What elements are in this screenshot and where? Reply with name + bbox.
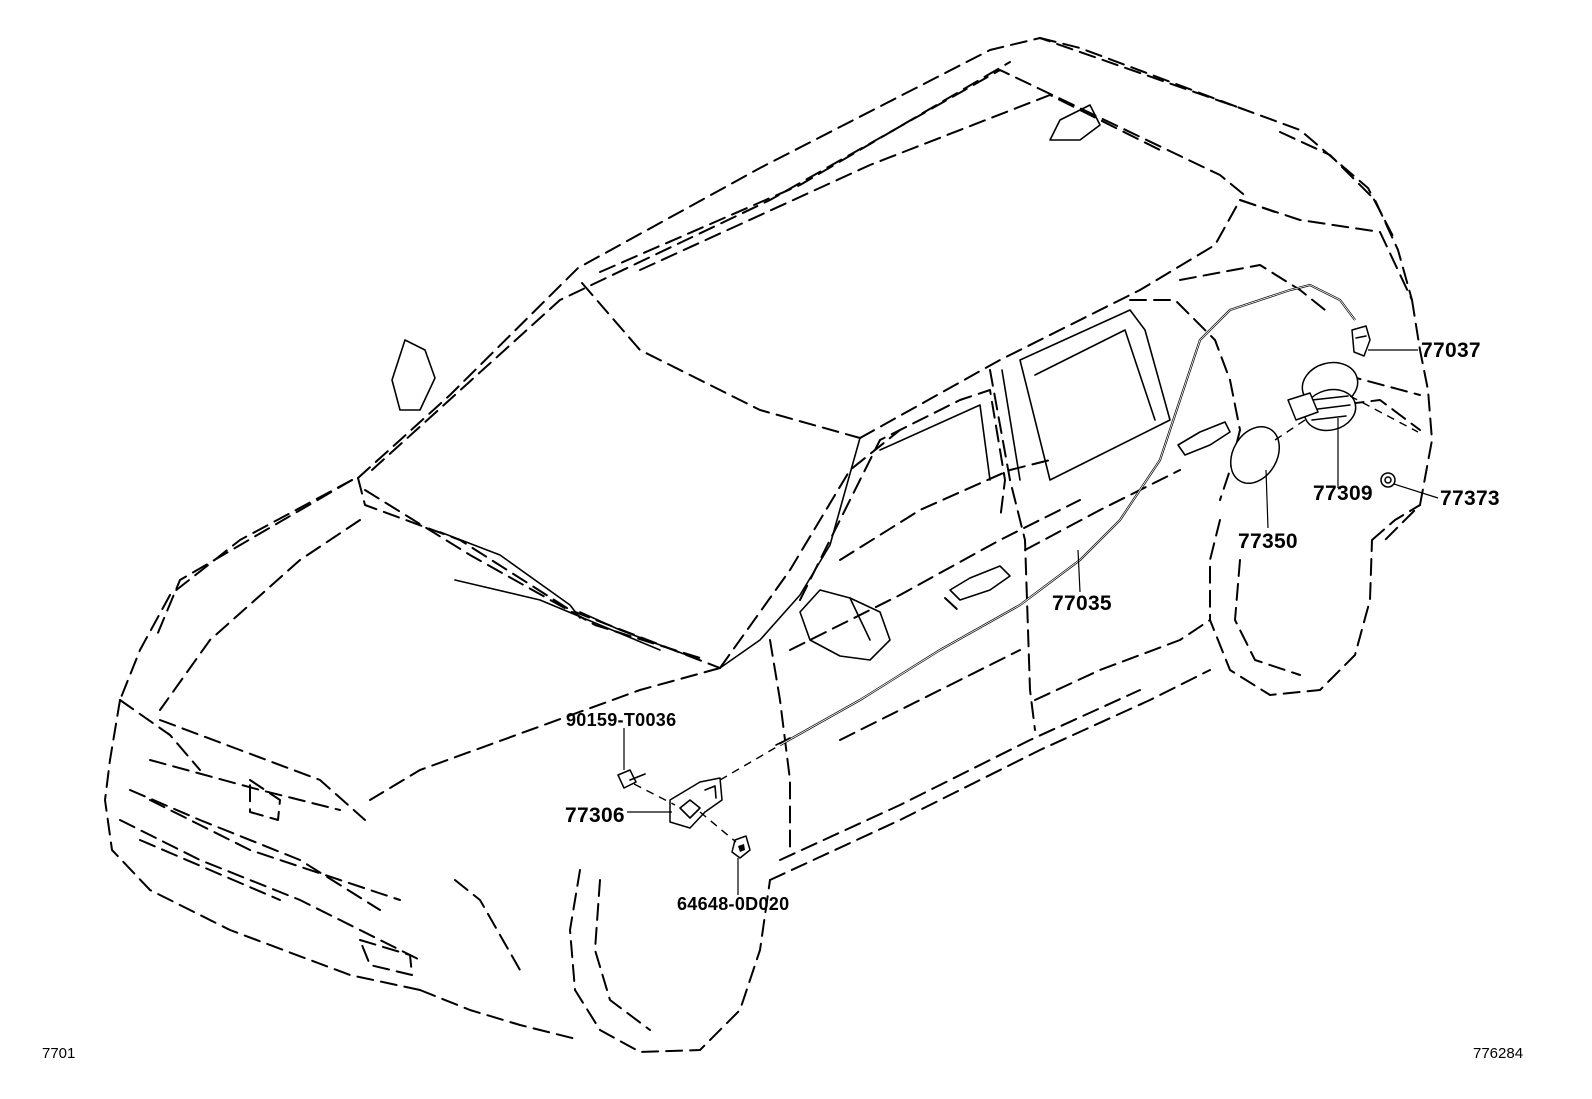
label-77306[interactable]: 77306 (565, 804, 625, 827)
clip-64648-0D020 (731, 835, 751, 859)
leader-lines (623, 349, 1439, 895)
label-64648-0D020[interactable]: 64648-0D020 (677, 894, 789, 914)
label-90159-T0036[interactable]: 90159-T0036 (566, 710, 676, 730)
fuel-opener-lever-77306 (669, 777, 723, 829)
label-77035[interactable]: 77035 (1052, 592, 1112, 615)
grommet-77373 (1380, 472, 1396, 488)
lock-actuator-77037 (1351, 325, 1371, 357)
label-77309[interactable]: 77309 (1313, 482, 1373, 505)
vehicle-outline (104, 37, 1433, 1053)
label-77037[interactable]: 77037 (1421, 339, 1481, 362)
assembly-lines (633, 395, 1419, 843)
release-cable-77035 (775, 283, 1356, 746)
figure-code: 7701 (42, 1045, 75, 1062)
fuel-filler-housing-77309 (1287, 361, 1359, 432)
label-77373[interactable]: 77373 (1440, 487, 1500, 510)
illustration-number: 776284 (1473, 1045, 1523, 1062)
label-77350[interactable]: 77350 (1238, 530, 1298, 553)
screw-90159-T0036 (617, 769, 646, 789)
fuel-filler-door-77350 (1230, 426, 1280, 484)
